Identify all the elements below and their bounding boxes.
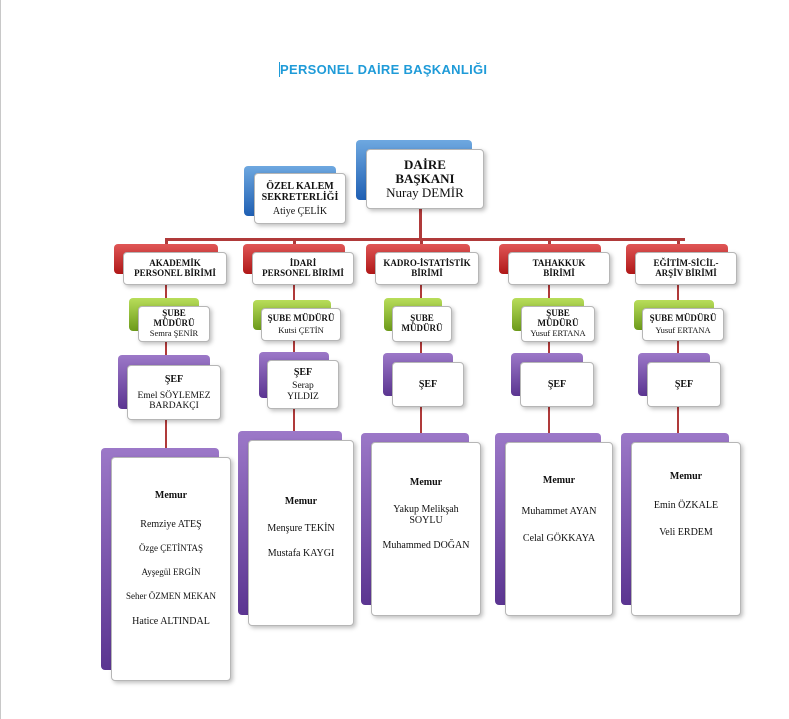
sef-title: ŞEF [164, 373, 184, 385]
sef-box-1: ŞEF Emel SÖYLEMEZ BARDAKÇI [118, 355, 222, 421]
connector-unit-4 [548, 238, 551, 248]
sube-box-4: ŞUBE MÜDÜRÜ Yusuf ERTANA [512, 298, 596, 343]
page-left-border [0, 0, 1, 719]
unit-line2: BİRİMİ [411, 267, 443, 278]
sube-name: Yusuf ERTANA [530, 328, 586, 339]
memur-title: Memur [542, 475, 576, 486]
sube-box-1: ŞUBE MÜDÜRÜ Semra ŞENİR [129, 298, 211, 343]
sef-box-2: ŞEF Serap YILDIZ [259, 352, 341, 410]
memur-name: Ayşegül ERGİN [141, 566, 201, 577]
ozel-name: Atiye ÇELİK [272, 205, 328, 217]
connector-unit-2 [293, 238, 296, 248]
sube-line1: ŞUBE MÜDÜRÜ [649, 312, 717, 323]
sube-box-2: ŞUBE MÜDÜRÜ Kutsi ÇETİN [253, 300, 343, 342]
memur-name: Veli ERDEM [659, 527, 713, 538]
sef-box-5: ŞEF [638, 353, 722, 408]
sef-box-4: ŞEF [511, 353, 595, 408]
ozel-line2: SEKRETERLİĞİ [261, 191, 339, 203]
unit-line1: EĞİTİM-SİCİL- [653, 257, 719, 268]
head-line2: BAŞKANI [395, 170, 455, 186]
sef-title: ŞEF [547, 379, 567, 390]
sef-name-line2: BARDAKÇI [149, 401, 199, 411]
sube-line1: ŞUBE [410, 313, 434, 324]
unit-box-tahakkuk: TAHAKKUK BİRİMİ [499, 244, 611, 286]
memur-title: Memur [284, 496, 318, 507]
sef-name-line1: Emel SÖYLEMEZ [137, 390, 211, 401]
sef-box-3: ŞEF [383, 353, 465, 408]
sube-line2: MÜDÜRÜ [537, 318, 579, 329]
memur-name: Muhammet AYAN [521, 506, 597, 517]
sube-line2: MÜDÜRÜ [153, 318, 195, 329]
memur-name: Özge ÇETİNTAŞ [138, 543, 203, 553]
sube-name: Kutsi ÇETİN [278, 324, 324, 335]
unit-line1: KADRO-İSTATİSTİK [383, 257, 471, 268]
memur-box-4: Memur Muhammet AYAN Celal GÖKKAYA [495, 433, 613, 617]
memur-name: Emin ÖZKALE [653, 500, 719, 511]
sube-line2: MÜDÜRÜ [401, 323, 443, 333]
unit-box-akademik: AKADEMİK PERSONEL BİRİMİ [114, 244, 228, 286]
sube-line1: ŞUBE [162, 308, 186, 319]
sube-line1: ŞUBE MÜDÜRÜ [267, 312, 335, 323]
memur-name: Mustafa KAYGI [267, 548, 335, 559]
connector-head-down [419, 208, 422, 240]
memur-name: Hatice ALTINDAL [132, 615, 210, 627]
memur-box-5: Memur Emin ÖZKALE Veli ERDEM [621, 433, 741, 617]
memur-box-1: Memur Remziye ATEŞ Özge ÇETİNTAŞ Ayşegül… [101, 448, 231, 682]
unit-line2: BİRİMİ [543, 267, 575, 278]
connector-horizontal [165, 238, 685, 241]
unit-line1: İDARİ [289, 257, 317, 268]
sube-name: Semra ŞENİR [149, 328, 199, 339]
memur-name: Muhammed DOĞAN [382, 540, 470, 551]
text-cursor [279, 62, 280, 77]
unit-box-kadro: KADRO-İSTATİSTİK BİRİMİ [366, 244, 480, 286]
unit-box-idari: İDARİ PERSONEL BİRİMİ [243, 244, 355, 286]
memur-name: Remziye ATEŞ [140, 519, 202, 530]
sube-box-5: ŞUBE MÜDÜRÜ Yusuf ERTANA [634, 300, 726, 342]
sube-name: Yusuf ERTANA [655, 324, 711, 335]
head-box: DAİRE BAŞKANI Nuray DEMİR [356, 140, 486, 212]
ozel-kalem-box: ÖZEL KALEM SEKRETERLİĞİ Atiye ÇELİK [244, 166, 348, 226]
sube-line1: ŞUBE [546, 308, 570, 319]
ozel-line1: ÖZEL KALEM [266, 180, 334, 192]
connector-unit-5 [677, 238, 680, 248]
page-title: PERSONEL DAİRE BAŞKANLIĞI [280, 62, 488, 77]
connector-unit-3 [420, 238, 423, 248]
head-name: Nuray DEMİR [386, 185, 464, 201]
unit-box-egitim: EĞİTİM-SİCİL- ARŞİV BİRİMİ [626, 244, 738, 286]
head-line1: DAİRE [404, 156, 446, 172]
memur-title: Memur [409, 477, 443, 488]
sef-name-line1: Serap [292, 381, 314, 392]
memur-box-2: Memur Menşure TEKİN Mustafa KAYGI [238, 431, 354, 627]
memur-name: Celal GÖKKAYA [522, 533, 596, 544]
unit-line2: PERSONEL BİRİMİ [262, 267, 344, 278]
sef-title: ŞEF [293, 367, 313, 379]
memur-name: Yakup Melikşah SOYLU [393, 504, 459, 526]
memur-title: Memur [669, 471, 703, 482]
unit-line2: ARŞİV BİRİMİ [655, 267, 717, 278]
sube-box-3: ŞUBE MÜDÜRÜ [384, 298, 454, 343]
memur-name: Menşure TEKİN [267, 523, 335, 534]
memur-box-3: Memur Yakup Melikşah SOYLU Muhammed DOĞA… [361, 433, 481, 617]
connector-unit-1 [165, 238, 168, 248]
sef-title: ŞEF [674, 379, 694, 390]
sef-title: ŞEF [418, 379, 438, 390]
unit-line1: AKADEMİK [149, 257, 201, 268]
memur-name: Seher ÖZMEN MEKAN [126, 590, 216, 601]
unit-line1: TAHAKKUK [532, 257, 586, 268]
memur-title: Memur [154, 490, 188, 501]
sef-name-line2: YILDIZ [287, 391, 319, 402]
unit-line2: PERSONEL BİRİMİ [134, 267, 216, 278]
